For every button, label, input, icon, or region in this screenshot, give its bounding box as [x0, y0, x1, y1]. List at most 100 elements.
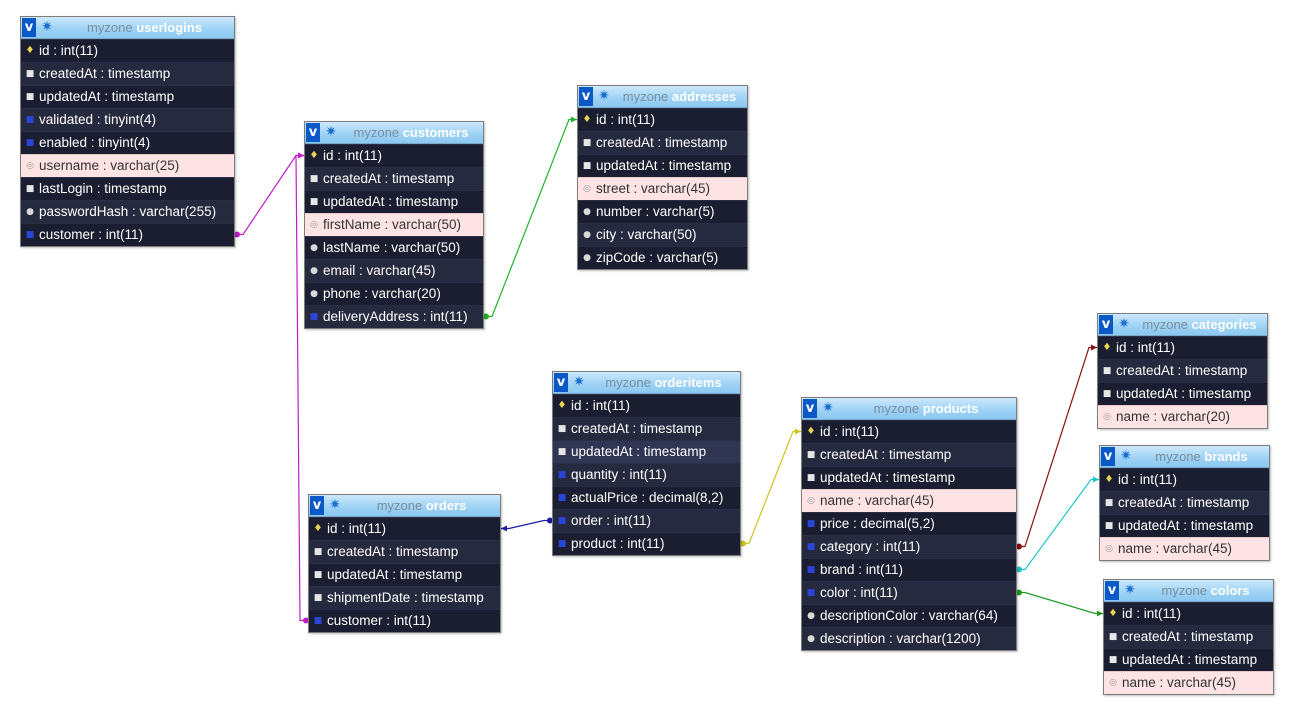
column-row[interactable]: ●passwordHash : varchar(255)	[21, 200, 234, 223]
column-row[interactable]: ■deliveryAddress : int(11)	[305, 305, 483, 328]
table-colors[interactable]: v✷myzone colors♦id : int(11)■createdAt :…	[1103, 579, 1274, 695]
column-row[interactable]: ◎firstName : varchar(50)	[305, 213, 483, 236]
column-row[interactable]: ■quantity : int(11)	[553, 463, 740, 486]
collapse-toggle-button[interactable]: v	[1101, 447, 1115, 466]
collapse-toggle-button[interactable]: v	[803, 399, 817, 418]
column-row[interactable]: ■createdAt : timestamp	[1104, 625, 1273, 648]
column-row[interactable]: ♦id : int(11)	[553, 394, 740, 417]
table-header[interactable]: v✷myzone colors	[1104, 580, 1273, 602]
column-label: id : int(11)	[571, 398, 631, 413]
table-orders[interactable]: v✷myzone orders♦id : int(11)■createdAt :…	[308, 494, 501, 633]
table-title: myzone products	[840, 398, 1012, 419]
column-row[interactable]: ■enabled : tinyint(4)	[21, 131, 234, 154]
table-userlogins[interactable]: v✷myzone userlogins♦id : int(11)■created…	[20, 16, 235, 247]
column-row[interactable]: ♦id : int(11)	[21, 39, 234, 62]
column-row[interactable]: ■product : int(11)	[553, 532, 740, 555]
column-row[interactable]: ♦id : int(11)	[578, 108, 747, 131]
column-row[interactable]: ■updatedAt : timestamp	[802, 466, 1016, 489]
column-row[interactable]: ■createdAt : timestamp	[578, 131, 747, 154]
gear-icon[interactable]: ✷	[1118, 316, 1130, 332]
column-row[interactable]: ♦id : int(11)	[305, 144, 483, 167]
gear-icon[interactable]: ✷	[573, 374, 585, 390]
table-header[interactable]: v✷myzone brands	[1100, 446, 1269, 468]
collapse-toggle-button[interactable]: v	[554, 373, 568, 392]
column-row[interactable]: ■createdAt : timestamp	[309, 540, 500, 563]
column-row[interactable]: ♦id : int(11)	[1100, 468, 1269, 491]
column-row[interactable]: ■brand : int(11)	[802, 558, 1016, 581]
column-row[interactable]: ●email : varchar(45)	[305, 259, 483, 282]
collapse-toggle-button[interactable]: v	[306, 123, 320, 142]
table-name: colors	[1210, 583, 1250, 598]
gear-icon[interactable]: ✷	[329, 497, 341, 513]
column-row[interactable]: ■validated : tinyint(4)	[21, 108, 234, 131]
column-row[interactable]: ■category : int(11)	[802, 535, 1016, 558]
column-row[interactable]: ◎name : varchar(20)	[1098, 405, 1267, 428]
gear-icon[interactable]: ✷	[1120, 448, 1132, 464]
column-row[interactable]: ●zipCode : varchar(5)	[578, 246, 747, 269]
column-row[interactable]: ■customer : int(11)	[21, 223, 234, 246]
collapse-toggle-button[interactable]: v	[1105, 581, 1119, 600]
table-header[interactable]: v✷myzone orderitems	[553, 372, 740, 394]
column-row[interactable]: ●descriptionColor : varchar(64)	[802, 604, 1016, 627]
gear-icon[interactable]: ✷	[822, 400, 834, 416]
column-row[interactable]: ■updatedAt : timestamp	[1100, 514, 1269, 537]
column-row[interactable]: ■shipmentDate : timestamp	[309, 586, 500, 609]
table-categories[interactable]: v✷myzone categories♦id : int(11)■created…	[1097, 313, 1268, 429]
column-row[interactable]: ■lastLogin : timestamp	[21, 177, 234, 200]
gear-icon[interactable]: ✷	[41, 19, 53, 35]
column-row[interactable]: ■updatedAt : timestamp	[578, 154, 747, 177]
column-row[interactable]: ♦id : int(11)	[1098, 336, 1267, 359]
column-row[interactable]: ■price : decimal(5,2)	[802, 512, 1016, 535]
table-products[interactable]: v ✷ myzone products♦id : int(11)■createdAt…	[801, 397, 1017, 651]
column-row[interactable]: ●description : varchar(1200)	[802, 627, 1016, 650]
column-row[interactable]: ◎name : varchar(45)	[1104, 671, 1273, 694]
column-row[interactable]: ■updatedAt : timestamp	[1098, 382, 1267, 405]
table-orderitems[interactable]: v✷myzone orderitems♦id : int(11)■created…	[552, 371, 741, 556]
column-row[interactable]: ■updatedAt : timestamp	[305, 190, 483, 213]
collapse-toggle-button[interactable]: v	[310, 496, 324, 515]
column-row[interactable]: ■createdAt : timestamp	[802, 443, 1016, 466]
column-row[interactable]: ■updatedAt : timestamp	[1104, 648, 1273, 671]
collapse-toggle-button[interactable]: v	[1099, 315, 1113, 334]
column-row[interactable]: ■createdAt : timestamp	[1100, 491, 1269, 514]
column-row[interactable]: ♦id : int(11)	[802, 420, 1016, 443]
column-row[interactable]: ■updatedAt : timestamp	[553, 440, 740, 463]
column-row[interactable]: ■updatedAt : timestamp	[309, 563, 500, 586]
column-row[interactable]: ■updatedAt : timestamp	[21, 85, 234, 108]
table-header[interactable]: v ✷ myzone products	[802, 398, 1016, 420]
collapse-toggle-button[interactable]: v	[579, 87, 593, 106]
gear-icon[interactable]: ✷	[1124, 582, 1136, 598]
column-row[interactable]: ◎username : varchar(25)	[21, 154, 234, 177]
column-row[interactable]: ◎street : varchar(45)	[578, 177, 747, 200]
column-row[interactable]: ♦id : int(11)	[1104, 602, 1273, 625]
column-row[interactable]: ◎name : varchar(45)	[1100, 537, 1269, 560]
column-row[interactable]: ■createdAt : timestamp	[305, 167, 483, 190]
table-brands[interactable]: v✷myzone brands♦id : int(11)■createdAt :…	[1099, 445, 1270, 561]
collapse-toggle-button[interactable]: v	[22, 18, 36, 37]
gear-icon[interactable]: ✷	[325, 124, 337, 140]
table-addresses[interactable]: v✷myzone addresses♦id : int(11)■createdA…	[577, 85, 748, 270]
table-header[interactable]: v✷myzone categories	[1098, 314, 1267, 336]
table-header[interactable]: v✷myzone userlogins	[21, 17, 234, 39]
gear-icon[interactable]: ✷	[598, 88, 610, 104]
table-header[interactable]: v✷myzone customers	[305, 122, 483, 144]
column-row[interactable]: ■customer : int(11)	[309, 609, 500, 632]
column-row[interactable]: ■order : int(11)	[553, 509, 740, 532]
table-header[interactable]: v✷myzone addresses	[578, 86, 747, 108]
table-name: categories	[1191, 317, 1257, 332]
table-customers[interactable]: v✷myzone customers♦id : int(11)■createdA…	[304, 121, 484, 329]
column-row[interactable]: ●number : varchar(5)	[578, 200, 747, 223]
column-row[interactable]: ■createdAt : timestamp	[1098, 359, 1267, 382]
column-label: color : int(11)	[820, 585, 898, 600]
column-row[interactable]: ■actualPrice : decimal(8,2)	[553, 486, 740, 509]
column-row[interactable]: ●city : varchar(50)	[578, 223, 747, 246]
column-row[interactable]: ■createdAt : timestamp	[21, 62, 234, 85]
column-row[interactable]: ■color : int(11)	[802, 581, 1016, 604]
column-row[interactable]: ◎name : varchar(45)	[802, 489, 1016, 512]
column-row[interactable]: ♦id : int(11)	[309, 517, 500, 540]
table-name: orders	[425, 498, 467, 513]
column-row[interactable]: ●phone : varchar(20)	[305, 282, 483, 305]
column-row[interactable]: ■createdAt : timestamp	[553, 417, 740, 440]
column-row[interactable]: ●lastName : varchar(50)	[305, 236, 483, 259]
table-header[interactable]: v✷myzone orders	[309, 495, 500, 517]
